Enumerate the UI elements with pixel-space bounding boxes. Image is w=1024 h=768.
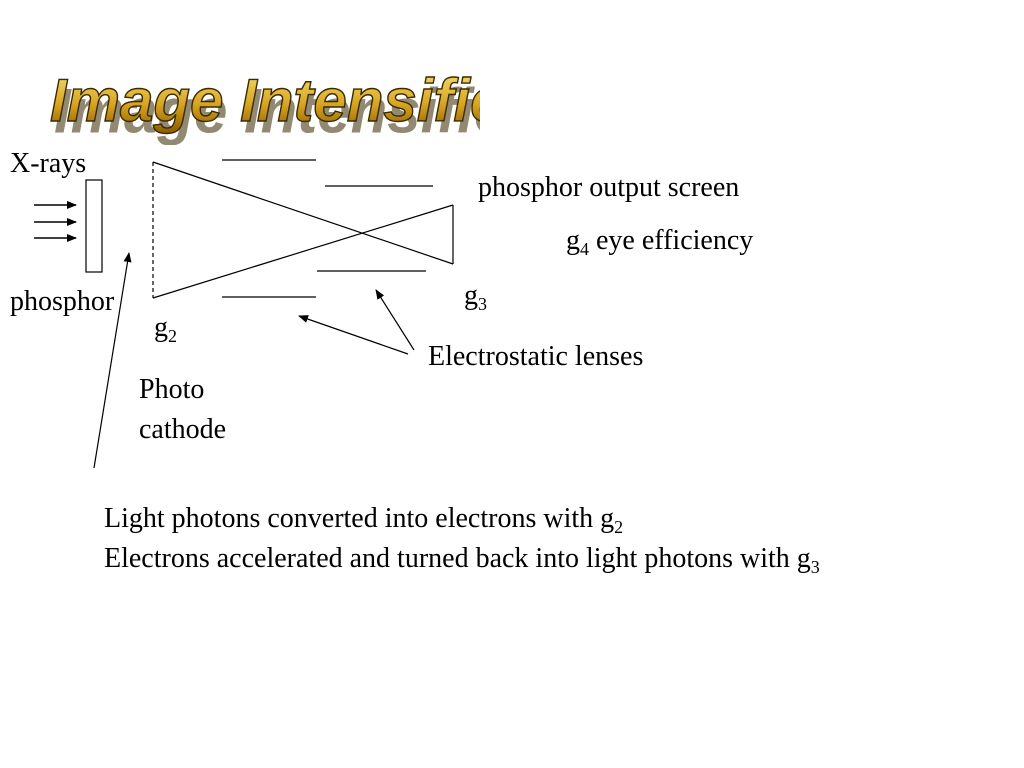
phosphor-pointer-arrow: [93, 252, 132, 469]
eye-efficiency-text: eye efficiency: [596, 225, 754, 256]
electron-path-lower: [152, 204, 454, 299]
photo-cathode-line2: cathode: [139, 414, 227, 445]
caption-line-2-subscript: 3: [810, 557, 820, 577]
lens-pointer-arrow: [298, 315, 409, 355]
g4-subscript: 4: [580, 239, 589, 259]
lens-pointer-arrow: [375, 289, 415, 351]
g3-label: g3: [464, 280, 487, 315]
g3-letter: g: [464, 280, 478, 311]
g4-letter: g: [566, 225, 580, 256]
photo-cathode-line1: Photo: [139, 374, 205, 405]
caption-line-1: Light photons converted into electrons w…: [104, 503, 623, 538]
caption-line-2: Electrons accelerated and turned back in…: [104, 543, 820, 578]
g3-subscript: 3: [478, 294, 487, 314]
caption-line-1-text: Light photons converted into electrons w…: [104, 503, 615, 534]
phosphor-output-screen-label: phosphor output screen: [478, 172, 740, 203]
slide-title: Image Intensifier Image Intensifier: [49, 66, 480, 145]
electrostatic-lenses-label: Electrostatic lenses: [428, 341, 644, 372]
title-shadow: Image Intensifier: [54, 76, 480, 145]
title-text: Image Intensifier: [50, 67, 480, 134]
g2-label: g2: [154, 312, 177, 347]
caption-line-1-subscript: 2: [614, 517, 624, 537]
photo-cathode-label: Photo cathode: [139, 370, 226, 450]
g2-subscript: 2: [168, 326, 177, 346]
xrays-label: X-rays: [10, 148, 87, 179]
g2-letter: g: [154, 312, 168, 343]
phosphor-label: phosphor: [10, 286, 115, 317]
g4-eye-efficiency-label: g4 eye efficiency: [566, 225, 753, 260]
electron-path-upper: [152, 161, 454, 265]
caption-line-2-text: Electrons accelerated and turned back in…: [104, 543, 811, 574]
input-phosphor-plate: [85, 179, 103, 273]
